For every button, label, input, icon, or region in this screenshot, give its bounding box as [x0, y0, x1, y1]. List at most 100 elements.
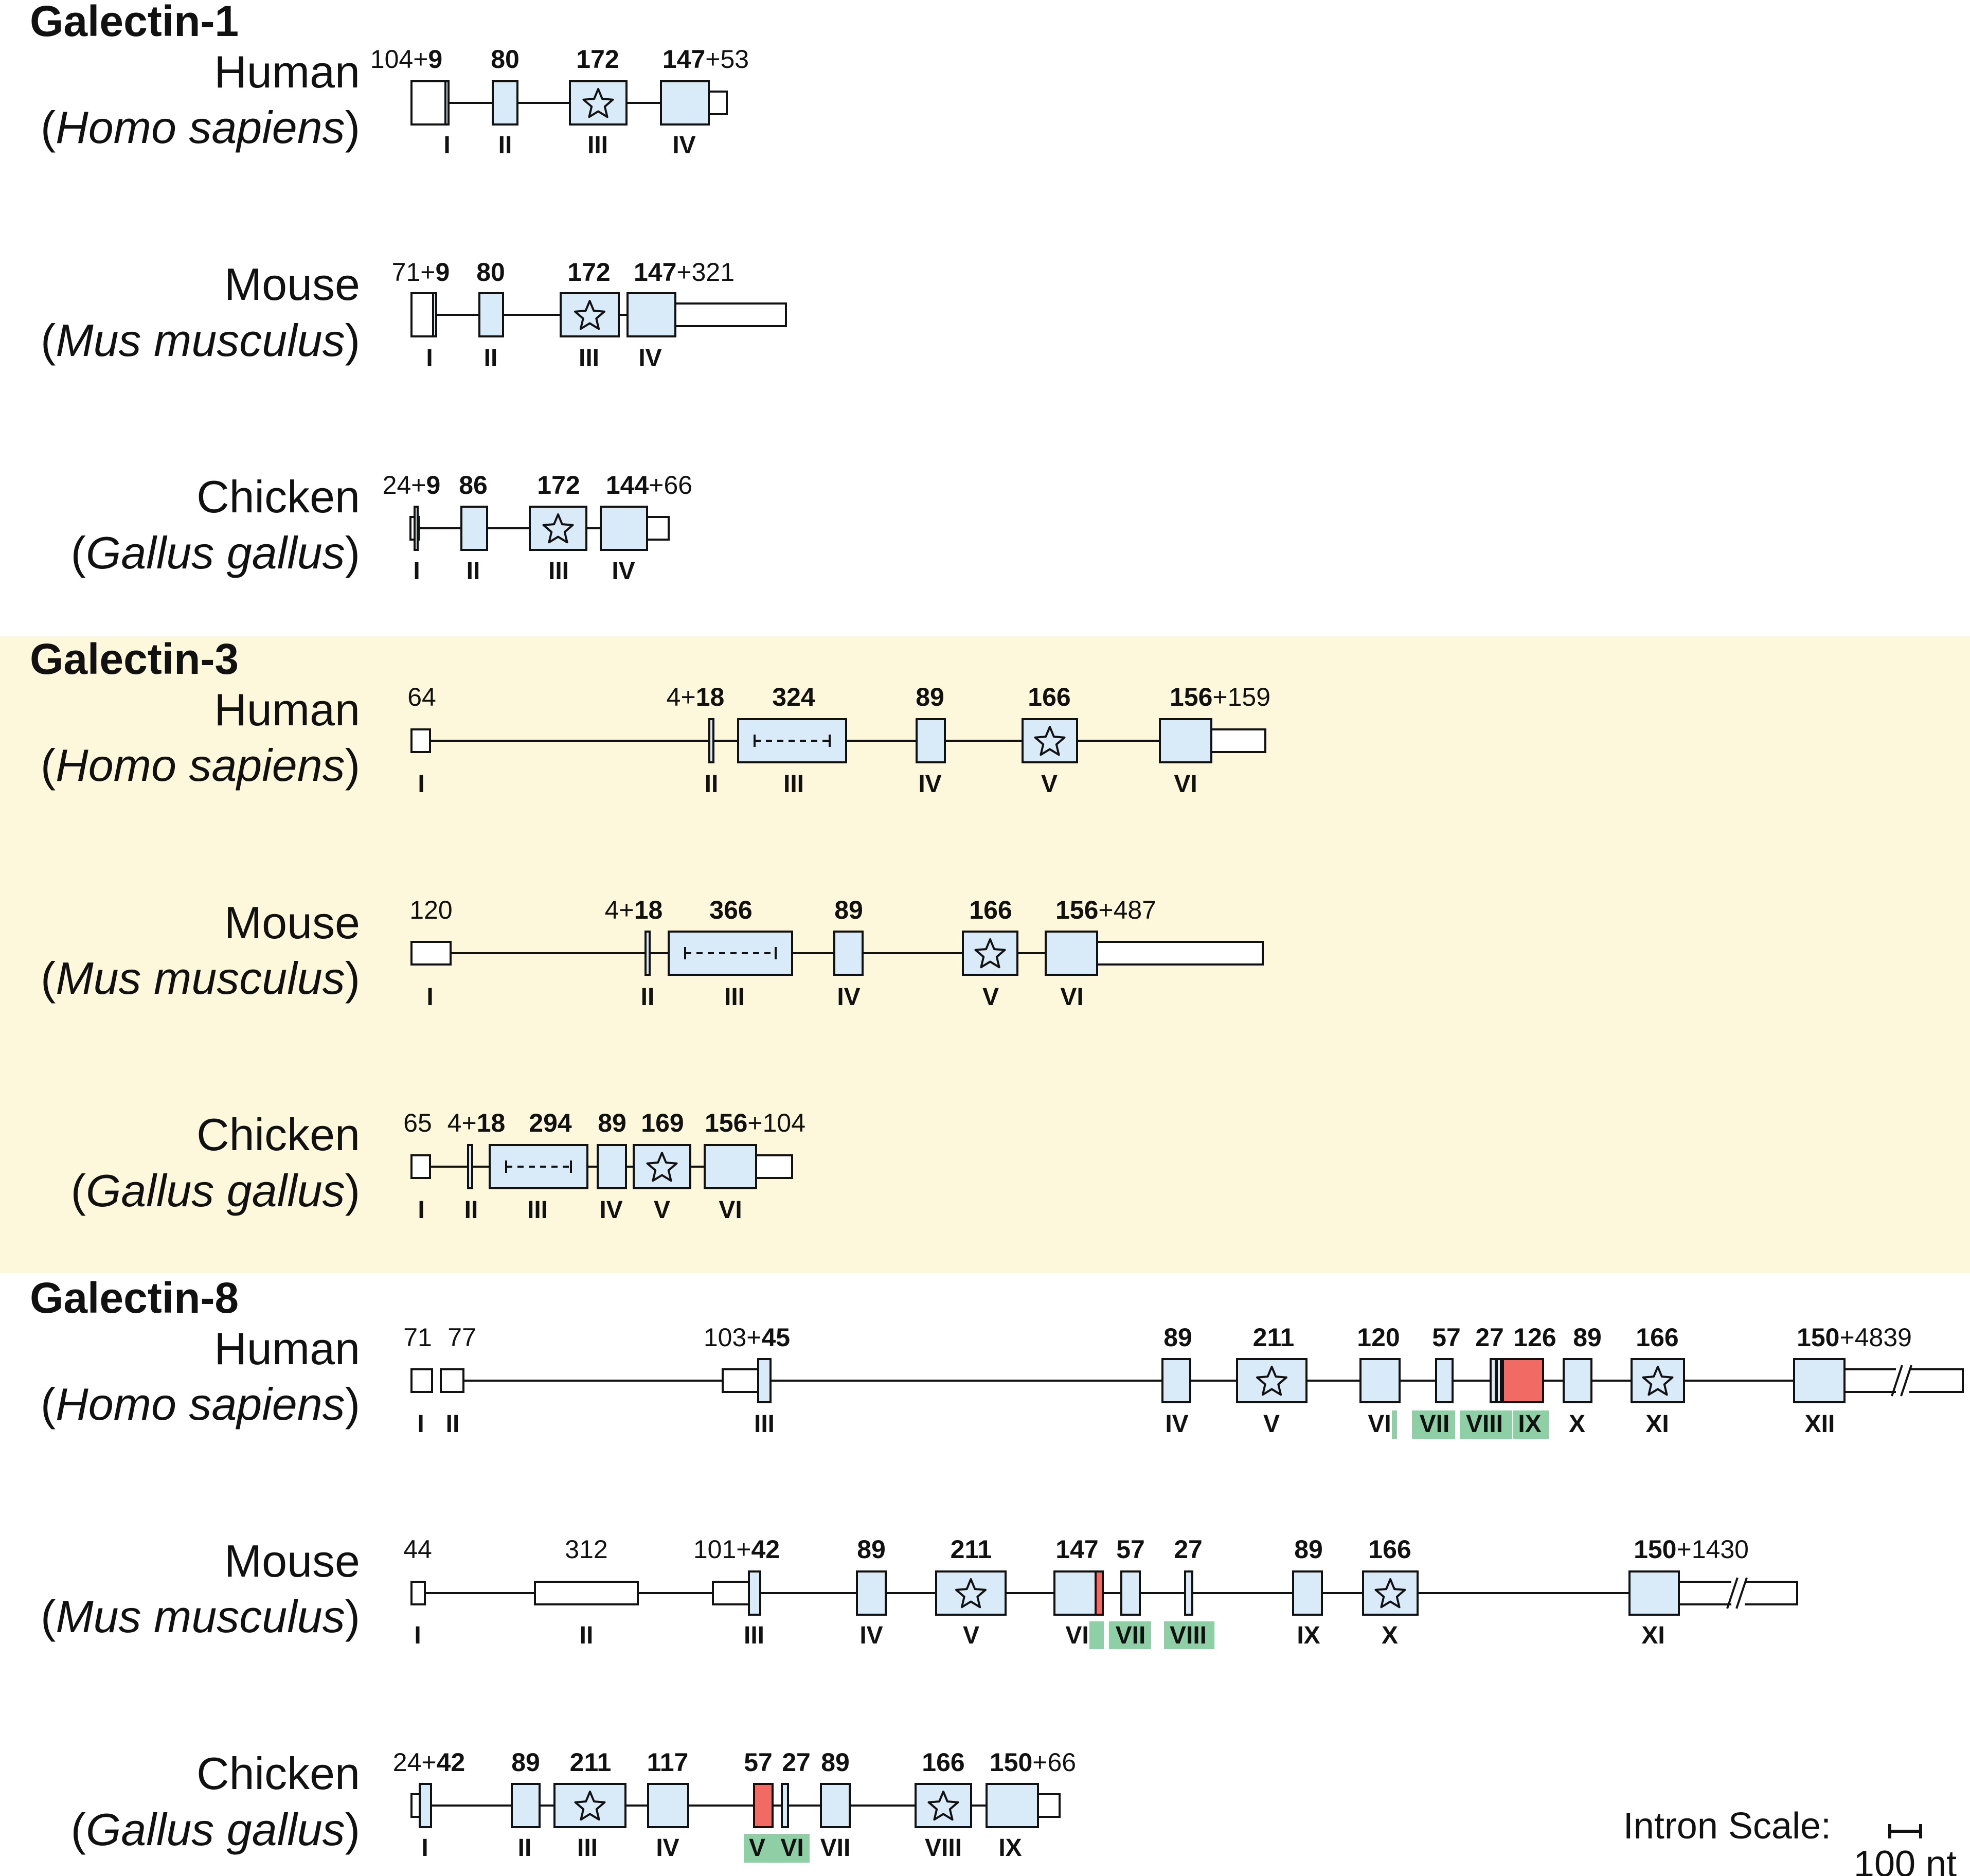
exon-number: I — [443, 132, 450, 159]
exon-coding — [478, 292, 504, 337]
exon-number: II — [484, 345, 498, 372]
exon-size-label: 89 — [598, 1109, 626, 1137]
exon-size-label: 147 — [1055, 1535, 1098, 1564]
untranslated-region — [410, 1154, 431, 1179]
utr-size: 4+ — [605, 896, 634, 924]
exon-coding — [916, 718, 946, 763]
exon-number: IV — [656, 1834, 679, 1862]
exon-coding — [915, 1783, 972, 1828]
exon-size-label: 24+9 — [383, 471, 441, 499]
exon-size-label: 144+66 — [606, 471, 692, 499]
coding-size: 166 — [922, 1748, 964, 1777]
coding-size: 150 — [1797, 1323, 1839, 1352]
latin-italic: Homo sapiens — [56, 1379, 345, 1430]
coding-size: 18 — [696, 683, 725, 711]
utr-size: +66 — [649, 471, 692, 499]
exon-size-label: 89 — [916, 683, 944, 711]
untranslated-region — [1037, 1793, 1061, 1818]
exon-size-label: 150+1430 — [1634, 1535, 1749, 1564]
exon-number: III — [527, 1196, 548, 1224]
exon-number: VI — [1060, 984, 1083, 1011]
exon-number: I — [426, 345, 433, 372]
exon-number: II — [467, 558, 480, 585]
utr-size: +66 — [1032, 1748, 1076, 1777]
exon-number-marker — [1412, 1410, 1455, 1439]
exon-size-label: 57 — [1116, 1535, 1145, 1564]
exon-size-label: 120 — [409, 896, 452, 924]
coding-size: 166 — [969, 896, 1012, 924]
exon-thin — [1490, 1358, 1497, 1403]
exon-size-label: 80 — [491, 45, 520, 74]
species-latin-name: (Homo sapiens) — [41, 1379, 360, 1430]
exon-number: X — [1569, 1410, 1585, 1438]
star-icon — [1256, 1366, 1287, 1396]
utr-size: 4+ — [667, 683, 696, 711]
untranslated-region — [1210, 728, 1266, 753]
coding-size: 27 — [1475, 1323, 1504, 1352]
exon-size-label: 166 — [922, 1748, 964, 1777]
exon-coding — [1022, 718, 1078, 763]
star-icon — [574, 300, 605, 330]
exon-number: VIII — [1170, 1622, 1207, 1649]
exon-size-label: 324 — [772, 683, 815, 711]
untranslated-region — [674, 302, 787, 327]
exon-coding — [647, 1783, 689, 1828]
utr-size: 71+ — [392, 258, 436, 287]
coding-size: 166 — [1028, 683, 1070, 711]
exon-coding — [560, 292, 620, 337]
coding-size: 9 — [436, 258, 450, 287]
exon-coding — [1292, 1570, 1323, 1616]
exon-size-label: 89 — [857, 1535, 886, 1564]
untranslated-region — [410, 1581, 426, 1605]
exon-number: IV — [638, 345, 661, 372]
exon-thin — [708, 718, 714, 763]
coding-size: 156 — [1055, 896, 1098, 924]
exon-thin — [1496, 1358, 1502, 1403]
exon-number-marker — [1513, 1410, 1549, 1439]
coding-size: 150 — [1634, 1535, 1676, 1564]
coding-size: 42 — [751, 1535, 780, 1564]
exon-size-label: 80 — [476, 258, 505, 287]
species-latin-name: (Mus musculus) — [41, 1591, 360, 1642]
exon-number-marker — [744, 1834, 780, 1863]
star-icon — [1374, 1578, 1406, 1609]
exon-size-label: 27 — [782, 1748, 811, 1777]
exon-coding — [1563, 1358, 1592, 1403]
intron-scale: Intron Scale: 100 nt — [1623, 1806, 1957, 1876]
coding-size: 166 — [1636, 1323, 1678, 1352]
exon-size-label: 166 — [1028, 683, 1070, 711]
utr-size: +53 — [705, 45, 749, 74]
exon-red — [1502, 1358, 1544, 1403]
exon-coding — [569, 80, 628, 126]
star-icon — [646, 1152, 678, 1182]
exon-number: III — [724, 984, 745, 1011]
coding-size: 57 — [1116, 1535, 1145, 1564]
coding-size: 27 — [1174, 1535, 1203, 1564]
coding-size: 9 — [428, 45, 442, 74]
group-title-galectin-8: Galectin-8 — [30, 1274, 239, 1322]
exon-number-marker — [1109, 1621, 1151, 1649]
star-icon — [1034, 726, 1066, 756]
untranslated-region — [646, 516, 670, 541]
utr-size: +321 — [676, 258, 735, 287]
exon-size-label: 211 — [1253, 1323, 1295, 1352]
exon-number: V — [1041, 771, 1058, 798]
exon-number: VI — [780, 1834, 803, 1862]
untranslated-region — [410, 1368, 433, 1393]
exon-size-label: 64 — [407, 683, 436, 711]
exon-size-label: 89 — [1294, 1535, 1323, 1564]
exon-coding — [820, 1783, 851, 1828]
exon-number: I — [417, 1410, 424, 1438]
exon-number: VI — [719, 1196, 742, 1224]
coding-size: 172 — [537, 471, 580, 499]
coding-size: 169 — [641, 1109, 684, 1137]
exon-coding — [757, 1358, 772, 1403]
exon-number: IX — [1297, 1622, 1320, 1649]
exon-number: V — [654, 1196, 670, 1224]
species-latin-name: (Gallus gallus) — [71, 1165, 360, 1216]
exon-size-label: 126 — [1513, 1323, 1556, 1352]
coding-size: 18 — [634, 896, 663, 924]
species-labels: Human (Homo sapiens) Mouse (Mus musculus… — [41, 46, 360, 1855]
exon-size-label: 150+66 — [990, 1748, 1076, 1777]
exon-thin — [467, 1144, 473, 1189]
